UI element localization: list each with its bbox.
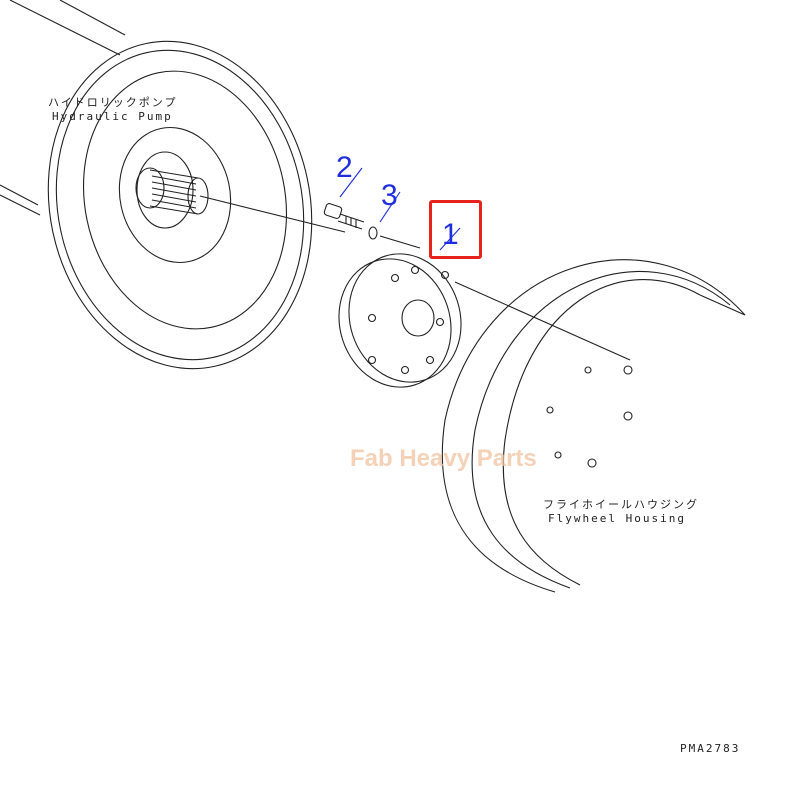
- housing-label-japanese: フライホイールハウジング: [543, 498, 699, 511]
- hydraulic-pump-drawing: [0, 0, 346, 370]
- callout-2: 2: [336, 151, 353, 184]
- flange-coupling-drawing: [338, 253, 462, 388]
- housing-label-english: Flywheel Housing: [548, 512, 686, 525]
- bolt-part: [323, 203, 365, 230]
- drawing-code: PMA2783: [680, 742, 741, 755]
- callout-1: 1: [442, 218, 459, 251]
- watermark: Fab Heavy Parts: [350, 445, 537, 472]
- callout-3: 3: [381, 179, 398, 212]
- washer-part: [368, 226, 378, 240]
- pump-label-english: Hydraulic Pump: [52, 110, 173, 123]
- flywheel-housing-drawing: [441, 259, 746, 593]
- pump-label-japanese: ハイドロリックポンプ: [48, 96, 178, 109]
- callout-1-highlight-box: [429, 200, 482, 259]
